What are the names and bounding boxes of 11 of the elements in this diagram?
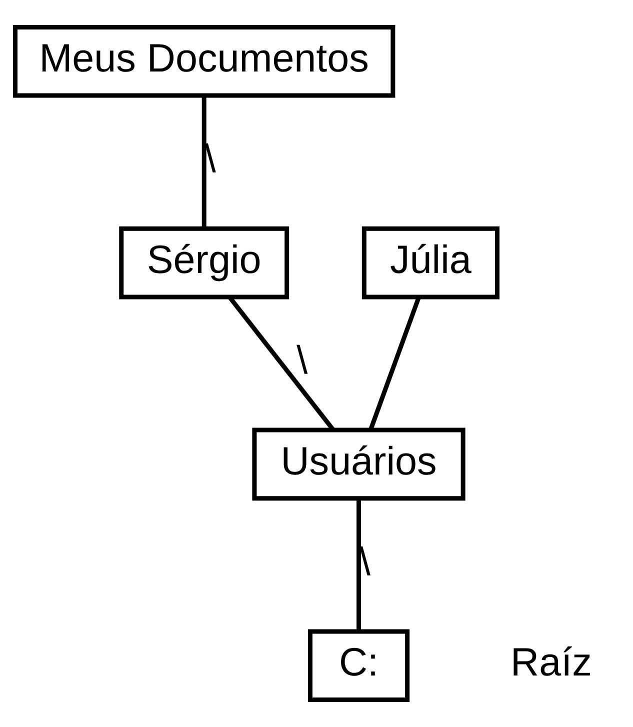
node-box: Meus Documentos xyxy=(13,24,396,98)
node-box: Sérgio xyxy=(119,226,290,300)
edge-label: \ xyxy=(296,338,308,383)
connector xyxy=(368,296,421,430)
node-box: Júlia xyxy=(362,226,500,300)
node-box: Usuários xyxy=(252,428,466,501)
connector xyxy=(202,96,206,228)
edge-label: \ xyxy=(360,540,371,584)
connector xyxy=(356,498,362,632)
node-label: Raíz xyxy=(510,640,592,685)
node-box: C: xyxy=(308,629,410,702)
